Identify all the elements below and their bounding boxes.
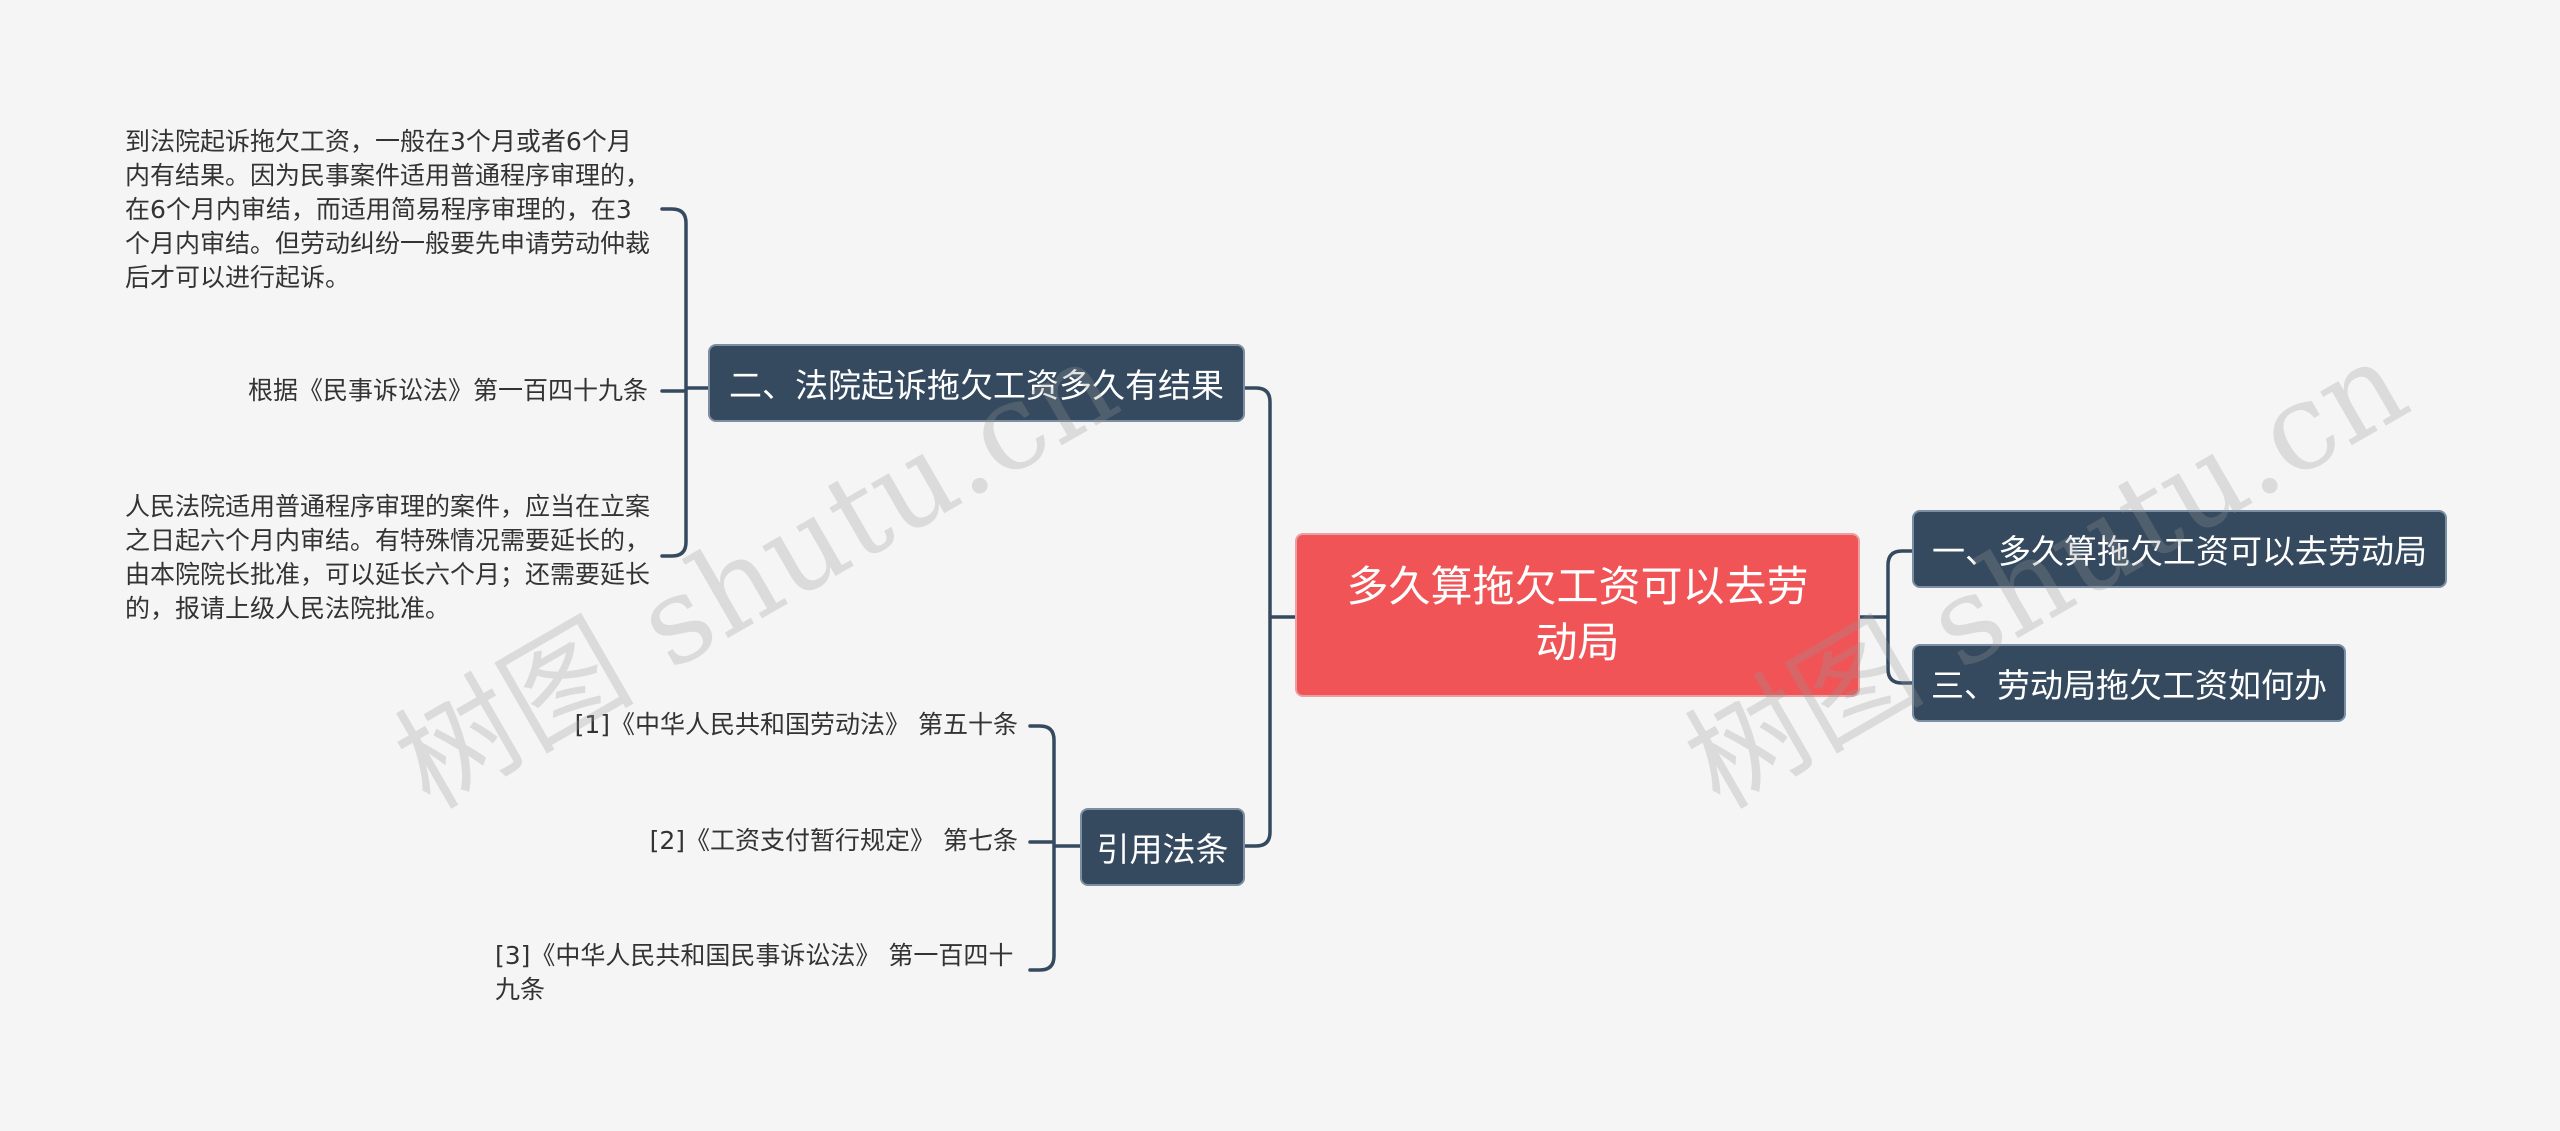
leaf-text: [2]《工资支付暂行规定》 第七条 — [649, 826, 1018, 855]
leaf-ordinary-procedure-rule: 人民法院适用普通程序审理的案件，应当在立案之日起六个月内审结。有特殊情况需要延长… — [125, 490, 655, 626]
branch-cited-law[interactable]: 引用法条 — [1080, 808, 1245, 886]
branch-label: 一、多久算拖欠工资可以去劳动局 — [1932, 532, 2427, 571]
branch-labor-bureau-what-to-do[interactable]: 三、劳动局拖欠工资如何办 — [1912, 644, 2346, 722]
leaf-labor-law-citation: [1]《中华人民共和国劳动法》 第五十条 — [480, 708, 1018, 742]
root-node[interactable]: 多久算拖欠工资可以去劳动局 — [1295, 533, 1860, 697]
connector-law-leaves — [1028, 724, 1082, 972]
branch-label: 引用法条 — [1096, 830, 1229, 869]
branch-label: 二、法院起诉拖欠工资多久有结果 — [729, 366, 1224, 405]
branch-how-long-labor-bureau[interactable]: 一、多久算拖欠工资可以去劳动局 — [1912, 510, 2447, 588]
connector-court-leaves — [660, 207, 710, 558]
root-node-label: 多久算拖欠工资可以去劳动局 — [1346, 562, 1809, 667]
leaf-text: [1]《中华人民共和国劳动法》 第五十条 — [574, 710, 1018, 739]
leaf-text: 人民法院适用普通程序审理的案件，应当在立案之日起六个月内审结。有特殊情况需要延长… — [125, 492, 651, 623]
branch-court-lawsuit-result[interactable]: 二、法院起诉拖欠工资多久有结果 — [708, 344, 1245, 422]
leaf-civil-procedure-article: 根据《民事诉讼法》第一百四十九条 — [125, 374, 648, 408]
leaf-text: 根据《民事诉讼法》第一百四十九条 — [247, 376, 648, 405]
leaf-text: [3]《中华人民共和国民事诉讼法》 第一百四十九条 — [495, 941, 1014, 1004]
leaf-court-explanation: 到法院起诉拖欠工资，一般在3个月或者6个月内有结果。因为民事案件适用普通程序审理… — [125, 125, 655, 295]
leaf-text: 到法院起诉拖欠工资，一般在3个月或者6个月内有结果。因为民事案件适用普通程序审理… — [125, 127, 651, 292]
connector-root-left — [1243, 386, 1297, 848]
leaf-civil-procedure-citation: [3]《中华人民共和国民事诉讼法》 第一百四十九条 — [495, 939, 1015, 1007]
leaf-wage-payment-citation: [2]《工资支付暂行规定》 第七条 — [480, 824, 1018, 858]
branch-label: 三、劳动局拖欠工资如何办 — [1931, 666, 2327, 705]
connector-root-right — [1858, 549, 1914, 685]
